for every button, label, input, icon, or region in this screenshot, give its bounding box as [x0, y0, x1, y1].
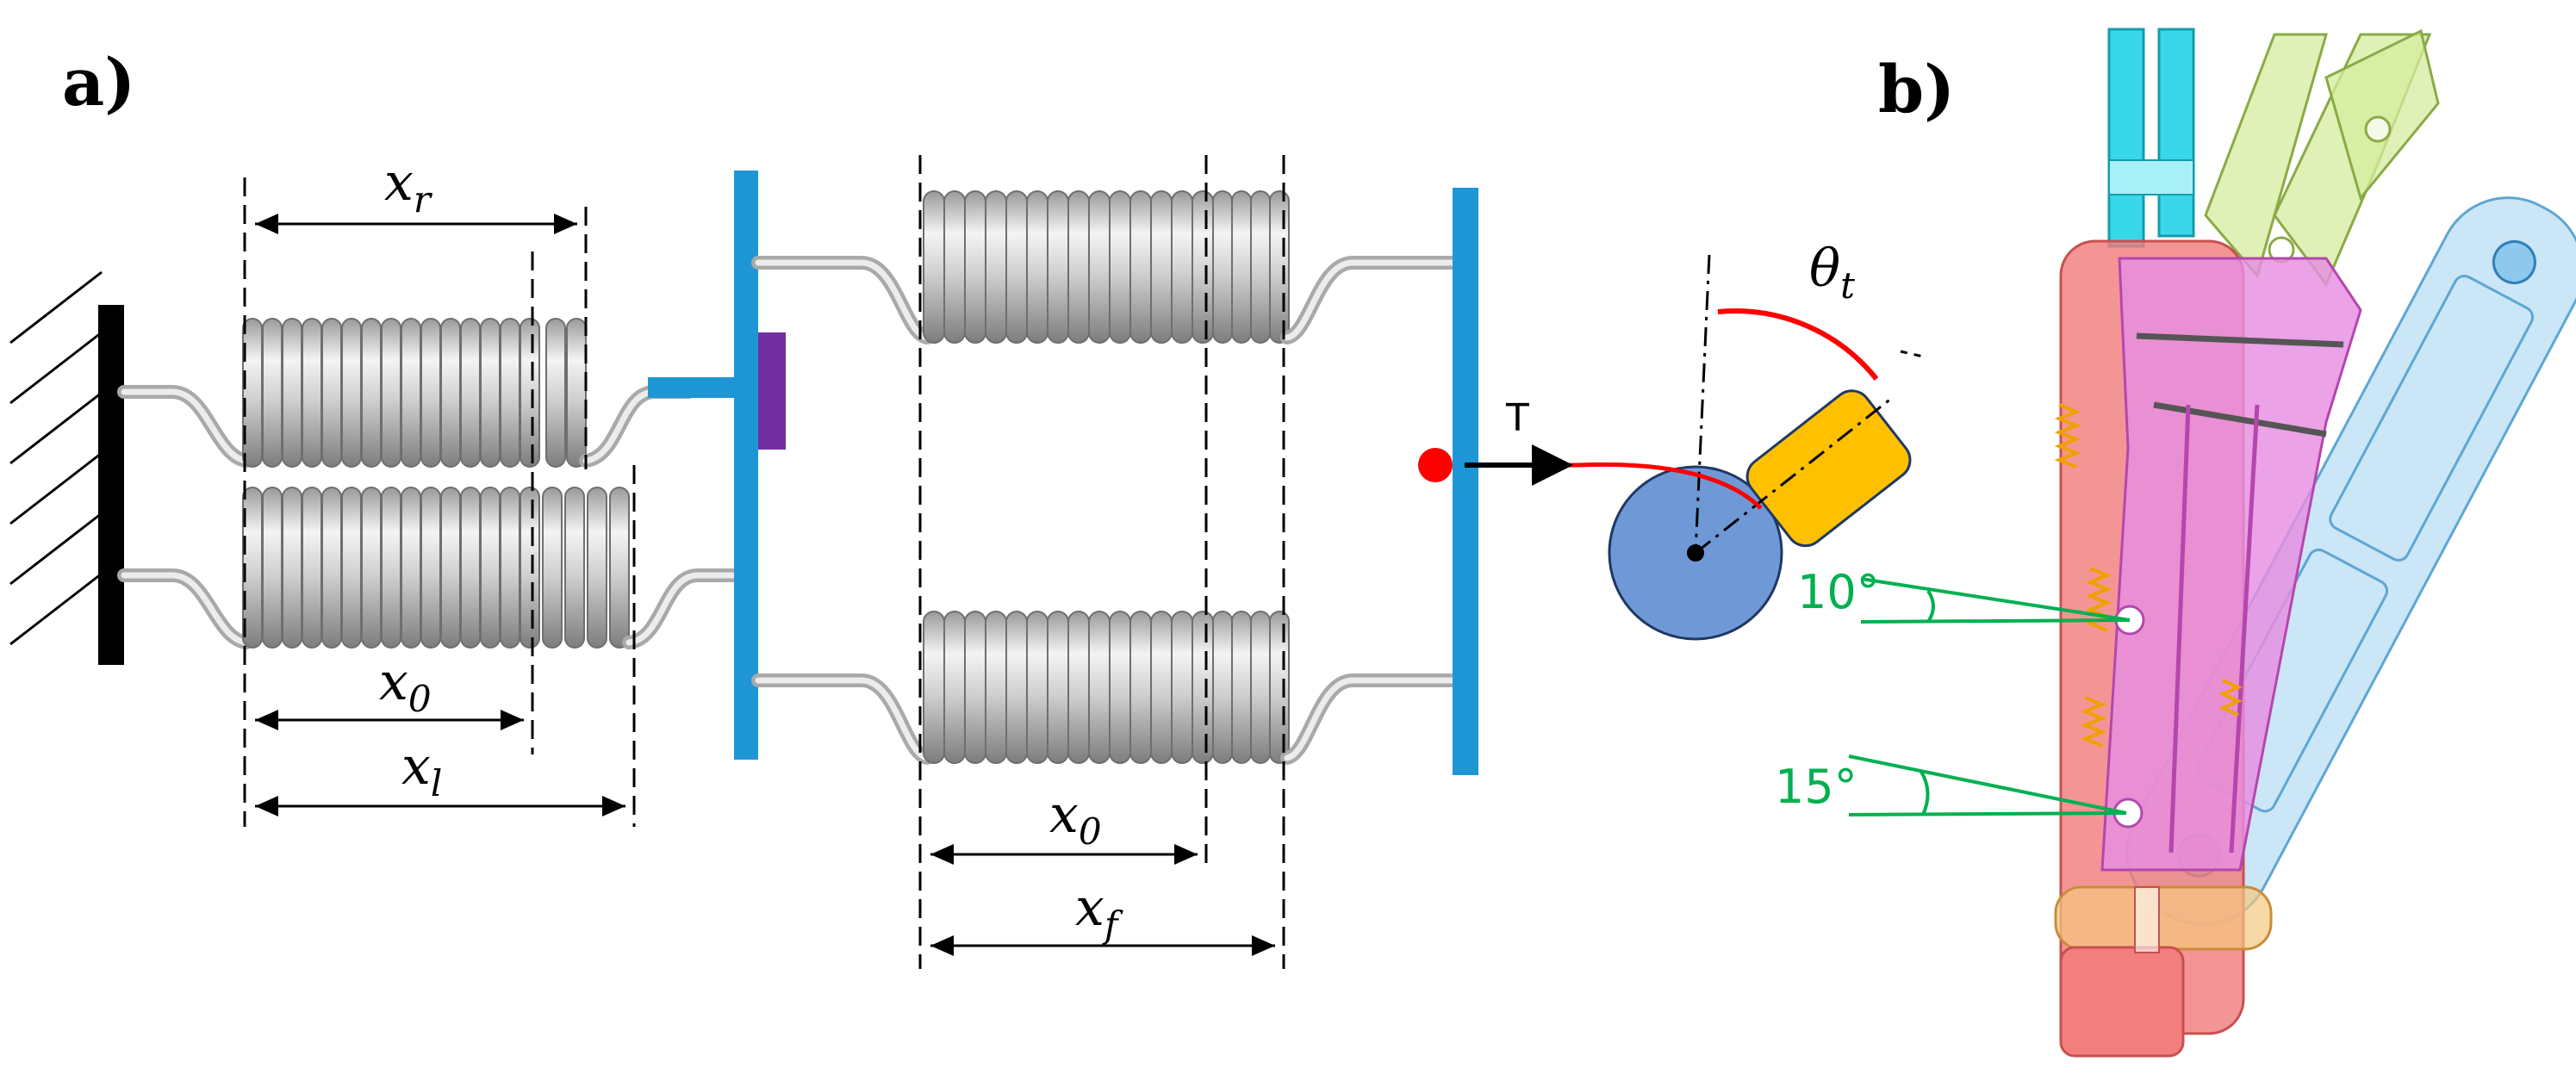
x0-right-label: x0	[1049, 785, 1102, 853]
xr-label: xr	[384, 152, 433, 220]
fixed-wall	[9, 270, 124, 665]
right-plate	[1453, 188, 1478, 775]
left-spring-bottom	[117, 487, 739, 649]
magenta-mechanism	[2054, 257, 2362, 872]
xf-label: xf	[1075, 878, 1123, 946]
tension-label: T	[1505, 396, 1529, 440]
dimension-guides	[243, 155, 1285, 969]
x0-left-label: x0	[379, 652, 432, 720]
link-block	[1745, 389, 1912, 548]
stopper-block	[758, 332, 786, 450]
tendon-line	[1465, 462, 1763, 510]
tendon-mechanism: T θt	[1418, 239, 1924, 641]
angle-10-annotation	[1860, 577, 2131, 624]
panel-b: b)	[1775, 28, 2576, 1058]
theta-arc	[1717, 308, 1879, 381]
tendon-anchor	[1418, 448, 1453, 482]
green-linkage	[2204, 28, 2440, 287]
cyan-rods	[2107, 28, 2195, 248]
right-spring-top	[751, 190, 1463, 345]
xl-label: xl	[401, 736, 442, 804]
left-spring-top	[117, 318, 696, 468]
angle-15-label: 15°	[1775, 760, 1857, 814]
theta-label: θt	[1809, 239, 1855, 307]
right-spring-bottom	[751, 611, 1463, 765]
panel-a-label: a)	[62, 44, 135, 121]
angle-10-label: 10°	[1797, 565, 1880, 619]
middle-plate	[648, 171, 786, 760]
panel-b-label: b)	[1878, 51, 1955, 127]
angle-15-annotation	[1848, 754, 2127, 816]
panel-a: a)	[9, 44, 1924, 969]
